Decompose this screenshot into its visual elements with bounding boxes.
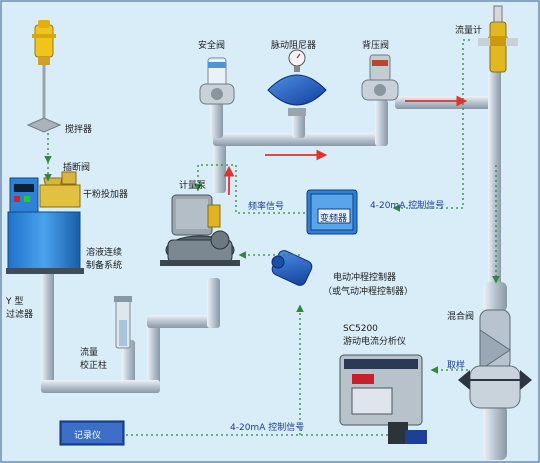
sampling-label: 取样 xyxy=(447,361,466,371)
analyzer-model-label: SC5200 xyxy=(343,324,378,334)
metering-pump-label: 计量泵 xyxy=(179,181,207,191)
streaming-current-analyzer xyxy=(339,354,427,444)
flow-calibration-label-1: 流量 xyxy=(80,348,99,358)
back-pressure-valve xyxy=(361,54,399,101)
solution-system-label-1: 溶液连续 xyxy=(86,248,123,258)
safety-valve-label: 安全阀 xyxy=(198,41,226,51)
pipe-network xyxy=(41,70,507,460)
gate-valve-label: 插断阀 xyxy=(63,163,91,173)
dry-powder-feeder-label: 干粉投加器 xyxy=(83,190,129,200)
stirrer-label: 搅拌器 xyxy=(65,125,93,135)
metering-pump xyxy=(160,194,240,266)
flow-calibration-label-2: 校正柱 xyxy=(80,361,108,371)
solution-system-label-2: 制备系统 xyxy=(86,261,123,271)
control-signal-top-label: 4-20mA 控制信号 xyxy=(370,201,445,211)
safety-valve xyxy=(199,57,235,105)
stirrer-motor xyxy=(26,20,62,133)
inverter-label: 变频器 xyxy=(320,214,348,224)
pulsation-damper xyxy=(267,49,327,116)
mixing-valve-label: 混合阀 xyxy=(447,312,475,322)
recorder-label: 记录仪 xyxy=(74,431,102,441)
stroke-controller-label-2: （或气动冲程控制器） xyxy=(323,287,414,297)
recorder-face xyxy=(62,423,122,443)
mixing-valve xyxy=(458,309,532,409)
flow-calibration-column xyxy=(114,296,132,349)
frequency-signal-label: 频率信号 xyxy=(248,202,285,212)
flow-arrows xyxy=(223,95,468,195)
inverter-box xyxy=(306,189,358,235)
signal-lines xyxy=(44,39,500,436)
solution-tank xyxy=(6,177,84,274)
y-strainer-label-2: 过滤器 xyxy=(6,310,34,320)
y-strainer-label-1: Y 型 xyxy=(6,297,24,307)
flow-meter-label: 流量计 xyxy=(455,26,483,36)
pulsation-damper-label: 脉动阻尼器 xyxy=(271,41,317,51)
dry-powder-feeder xyxy=(39,171,81,208)
stroke-controller-label-1: 电动冲程控制器 xyxy=(333,273,397,283)
analyzer-name-label: 游动电流分析仪 xyxy=(343,337,407,347)
stroke-controller xyxy=(271,250,313,286)
back-pressure-valve-label: 背压阀 xyxy=(362,41,390,51)
flow-meter xyxy=(478,5,518,73)
control-signal-bottom-label: 4-20mA 控制信号 xyxy=(230,423,305,433)
